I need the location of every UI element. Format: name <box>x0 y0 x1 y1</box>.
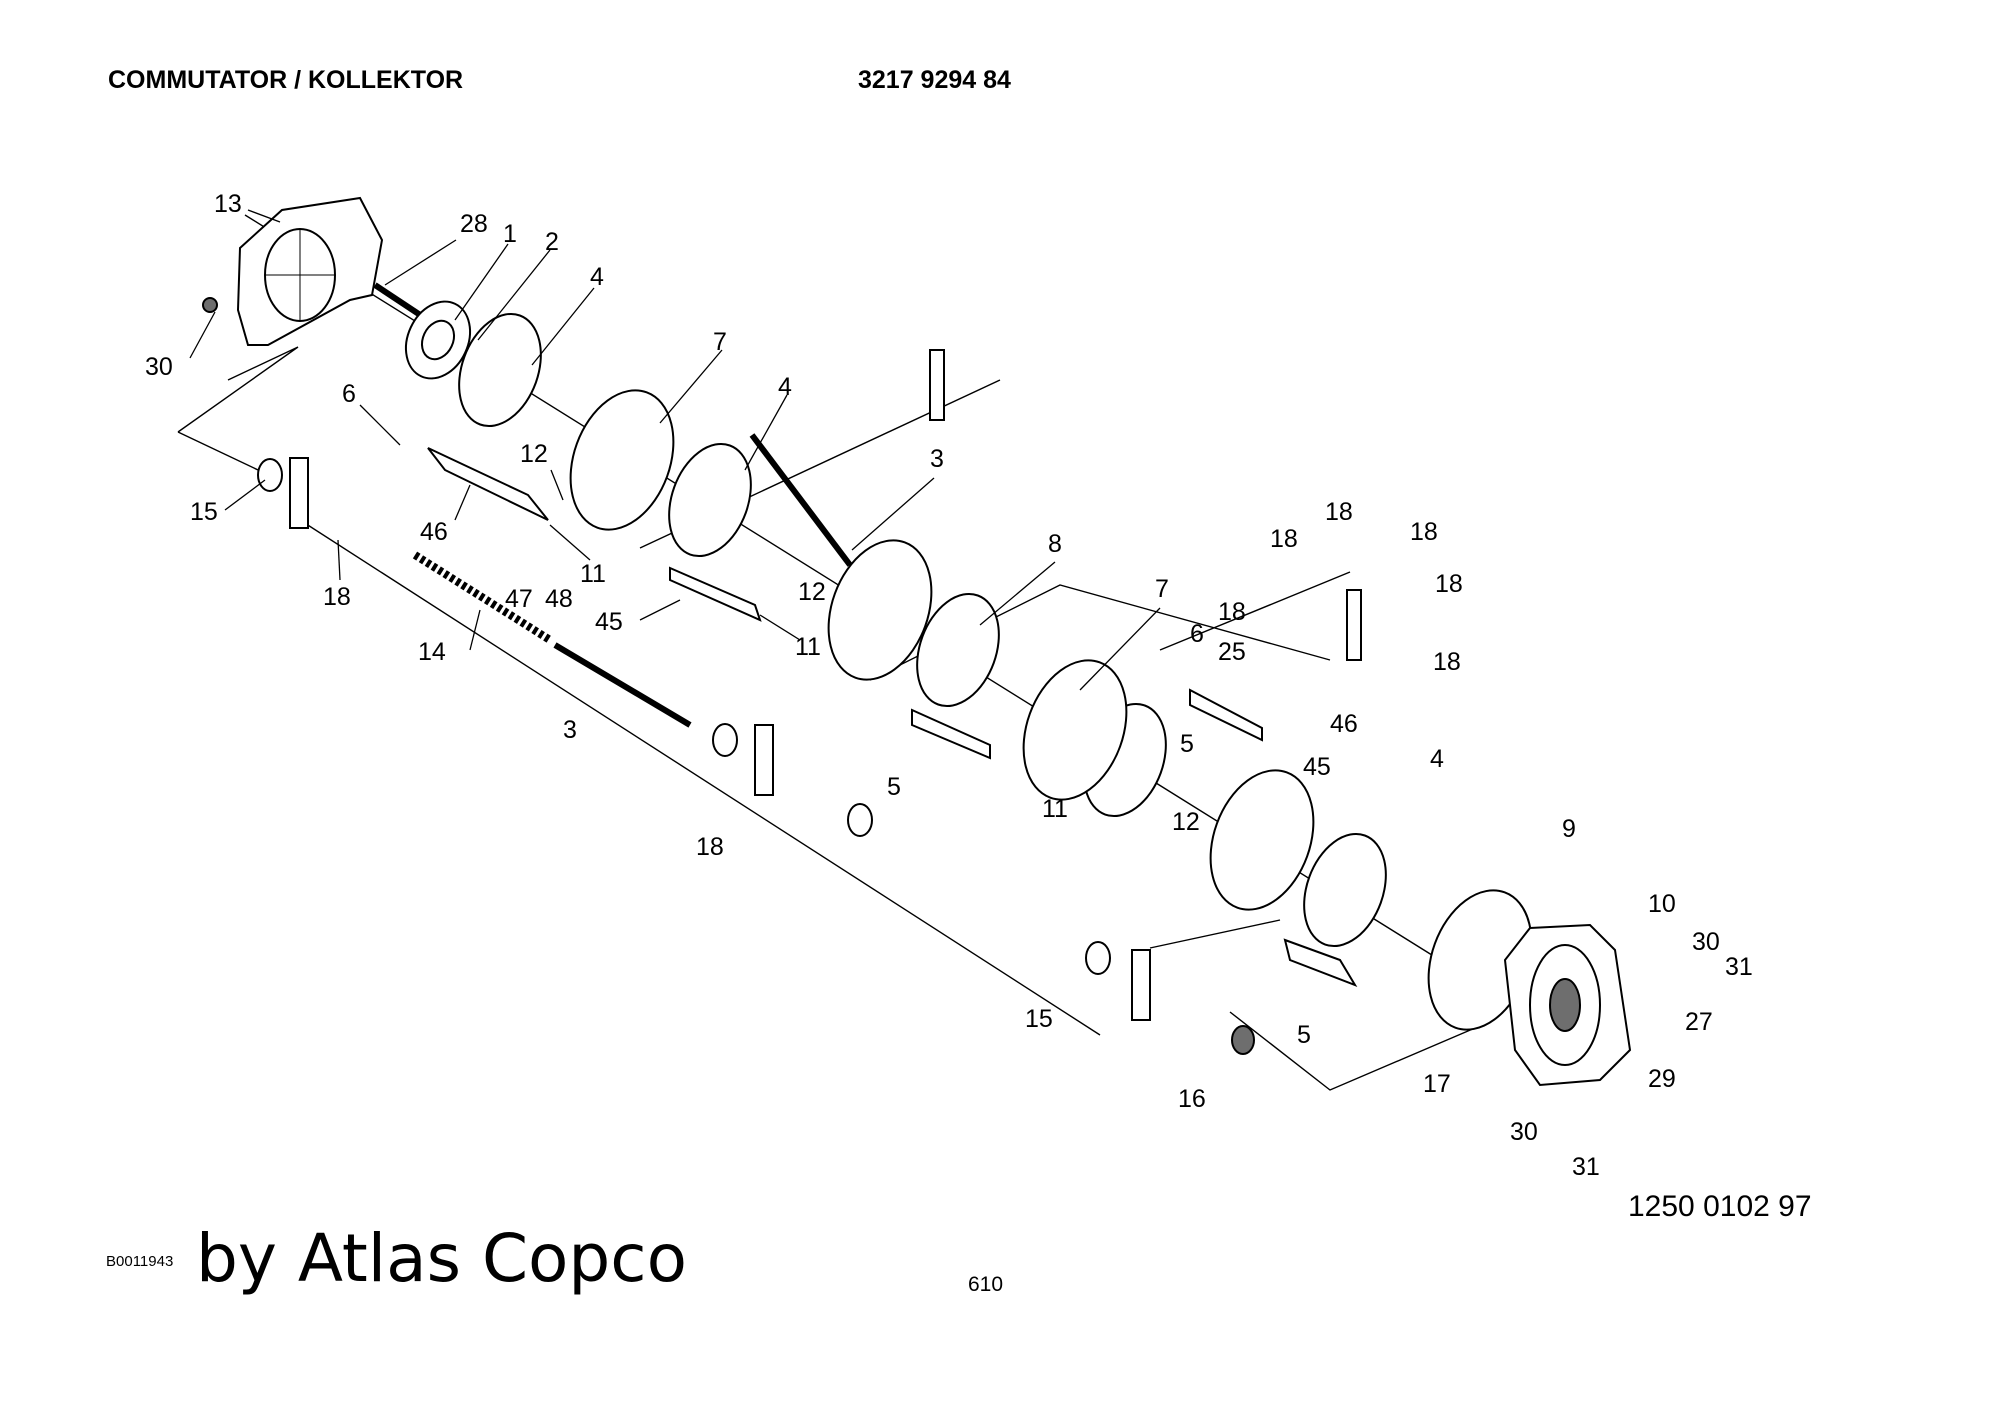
assembly-axes <box>177 214 1481 1091</box>
callout: 4 <box>1430 745 1444 773</box>
drawing-number: 1250 0102 97 <box>1628 1190 1812 1223</box>
end-plate <box>202 196 384 346</box>
callout: 3 <box>563 716 577 744</box>
callout: 31 <box>1725 953 1753 981</box>
callout: 11 <box>1042 795 1068 823</box>
callout: 1 <box>503 220 517 248</box>
callout: 14 <box>418 638 446 666</box>
callout: 18 <box>1270 525 1298 553</box>
page-number: 610 <box>968 1273 1004 1296</box>
brush-holders <box>289 349 1362 1021</box>
callout: 15 <box>1025 1005 1053 1033</box>
callout: 18 <box>1325 498 1353 526</box>
bearings <box>257 458 1255 1055</box>
callout: 18 <box>696 833 724 861</box>
callout: 9 <box>1562 815 1576 843</box>
callout: 25 <box>1218 638 1246 666</box>
callout: 45 <box>1303 753 1331 781</box>
callout: 13 <box>214 190 242 218</box>
brand-text: by Atlas Copco <box>196 1220 687 1297</box>
page-title: COMMUTATOR / KOLLEKTOR <box>108 66 464 94</box>
callout: 12 <box>520 440 548 468</box>
callout: 29 <box>1648 1065 1676 1093</box>
callout: 45 <box>595 608 623 636</box>
callout: 18 <box>1433 648 1461 676</box>
callout-labels: 13 28 1 2 4 30 7 4 6 12 3 15 46 11 18 47… <box>145 190 1753 1181</box>
brush-bars <box>427 447 1358 987</box>
callout: 46 <box>420 518 448 546</box>
callout: 8 <box>1048 530 1062 558</box>
rear-housing <box>1503 923 1632 1087</box>
part-number: 3217 9294 84 <box>858 66 1011 94</box>
callout: 4 <box>590 263 604 291</box>
callout: 30 <box>1510 1118 1538 1146</box>
callout: 3 <box>930 445 944 473</box>
callout: 30 <box>145 353 173 381</box>
callout: 6 <box>1190 620 1204 648</box>
front-shaft <box>373 282 472 380</box>
callout: 30 <box>1692 928 1720 956</box>
callout: 28 <box>460 210 488 238</box>
callout: 11 <box>580 560 606 588</box>
callout: 48 <box>545 585 573 613</box>
callout: 6 <box>342 380 356 408</box>
callout: 2 <box>545 228 559 256</box>
callout: 10 <box>1648 890 1676 918</box>
callout: 47 <box>505 585 533 613</box>
callout: 5 <box>887 773 901 801</box>
callout: 18 <box>1218 598 1246 626</box>
callout: 5 <box>1297 1021 1311 1049</box>
callout: 15 <box>190 498 218 526</box>
callout: 18 <box>1410 518 1438 546</box>
rods <box>412 433 853 728</box>
callout: 7 <box>1155 575 1169 603</box>
callout: 5 <box>1180 730 1194 758</box>
callout: 18 <box>323 583 351 611</box>
slip-rings <box>458 312 1387 948</box>
callout: 12 <box>1172 808 1200 836</box>
callout: 7 <box>713 328 727 356</box>
callout: 16 <box>1178 1085 1206 1113</box>
callout: 18 <box>1435 570 1463 598</box>
callout: 46 <box>1330 710 1358 738</box>
callout: 4 <box>778 373 792 401</box>
callout: 27 <box>1685 1008 1713 1036</box>
callout: 11 <box>795 633 821 661</box>
callout: 12 <box>798 578 826 606</box>
callout: 31 <box>1572 1153 1600 1181</box>
reference-code: B0011943 <box>106 1253 174 1270</box>
callout: 17 <box>1423 1070 1451 1098</box>
insulator-discs <box>569 389 1533 1031</box>
leader-lines <box>189 209 1161 691</box>
